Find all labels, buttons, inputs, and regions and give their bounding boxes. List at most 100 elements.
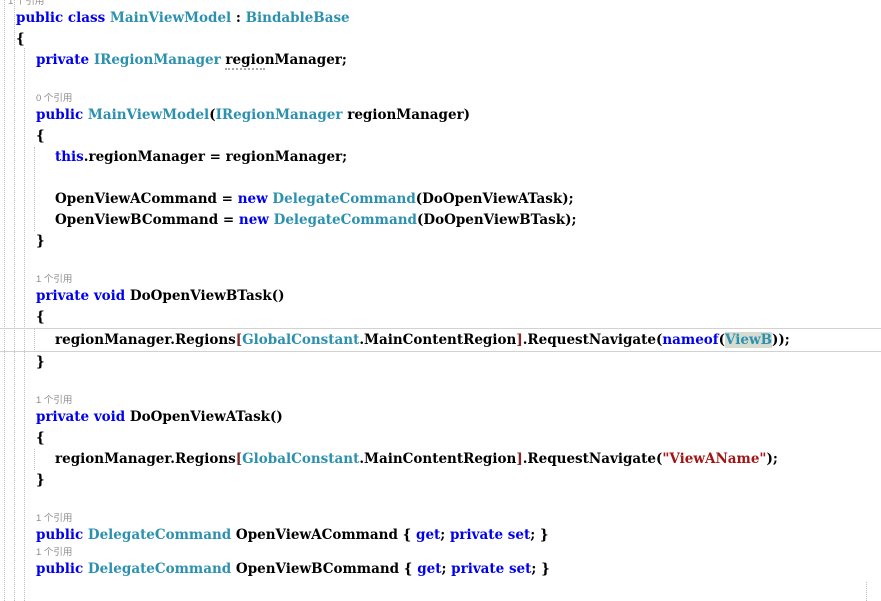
code-token-hl: ViewB: [725, 332, 772, 348]
codelens-references-link[interactable]: 1 个引用: [0, 546, 881, 559]
code-token-pl: DoOpenViewATask(): [125, 409, 283, 425]
codelens-references-link[interactable]: 0 个引用: [0, 92, 881, 105]
code-token-pl: OpenViewBCommand =: [55, 212, 239, 228]
code-token-kw: get: [417, 561, 442, 577]
code-token-pl: ; }: [531, 561, 550, 577]
code-token-kw: new: [237, 191, 268, 207]
codelens-references-link[interactable]: 1 个引用: [0, 273, 881, 286]
code-token-pl: ;: [440, 527, 450, 543]
code-line[interactable]: public DelegateCommand OpenViewACommand …: [0, 525, 881, 546]
code-token-ty: DelegateCommand: [272, 191, 416, 207]
code-token-kw: this: [55, 149, 84, 165]
code-line[interactable]: regionManager.Regions[GlobalConstant.Mai…: [0, 449, 881, 470]
codelens-label: 1 个引用: [36, 513, 73, 524]
codelens-label: 1 个引用: [36, 395, 73, 406]
code-token-kw: private: [36, 409, 90, 425]
code-token-pl: {: [36, 309, 45, 325]
indent-guide: [24, 48, 25, 601]
code-token-pl: :: [231, 10, 246, 26]
code-token-ty: MainViewModel: [87, 107, 210, 123]
code-token-pl: regionManager): [342, 107, 471, 123]
code-token-pl: }: [36, 233, 45, 249]
code-token-pl: ;: [441, 561, 452, 577]
code-token-pl: regionManager.Regions: [55, 451, 236, 467]
codelens-label: 0 个引用: [36, 93, 73, 104]
codelens-label: 1 个引用: [36, 274, 73, 285]
code-token-ty: BindableBase: [245, 10, 350, 26]
code-token-pl: ; }: [530, 527, 549, 543]
code-token-kw: new: [238, 212, 269, 228]
code-line[interactable]: private void DoOpenViewATask(): [0, 407, 881, 428]
blank-line: [0, 491, 881, 512]
code-token-ty: GlobalConstant: [242, 451, 360, 467]
code-line[interactable]: this.regionManager = regionManager;: [0, 147, 881, 168]
codelens-references-link[interactable]: 1 个引用: [0, 394, 881, 407]
codelens-label: 1 个引用: [36, 547, 73, 558]
indent-guide: [14, 0, 15, 601]
codelens-references-link[interactable]: 1 个引用: [0, 512, 881, 525]
code-line[interactable]: public class MainViewModel : BindableBas…: [0, 8, 881, 29]
code-token-kw: public: [36, 107, 84, 123]
indent-guide: [4, 0, 5, 601]
code-token-kw: set: [508, 561, 532, 577]
codelens-references-link[interactable]: 1 个引用: [0, 0, 881, 8]
code-token-pl: .RequestNavigate(: [522, 451, 663, 467]
codelens-label: 1 个引用: [8, 0, 45, 7]
code-token-ty: IRegionManager: [93, 52, 221, 68]
code-token-pl: );: [766, 451, 778, 467]
code-token-ty: GlobalConstant: [242, 332, 360, 348]
code-line[interactable]: public MainViewModel(IRegionManager regi…: [0, 105, 881, 126]
code-token-kw: private: [449, 527, 504, 543]
code-token-pl: (DoOpenViewBTask);: [416, 212, 577, 228]
code-token-kw: class: [67, 10, 106, 26]
code-line[interactable]: {: [0, 29, 881, 50]
code-line[interactable]: }: [0, 352, 881, 373]
code-line[interactable]: }: [0, 470, 881, 491]
indent-guide: [866, 582, 867, 601]
code-token-kw: public: [36, 527, 84, 543]
code-line[interactable]: {: [0, 126, 881, 147]
code-token-br: [: [235, 332, 243, 348]
code-line[interactable]: OpenViewBCommand = new DelegateCommand(D…: [0, 210, 881, 231]
code-token-pl: (: [718, 332, 725, 348]
code-token-kw: public: [36, 561, 84, 577]
code-token-pl: (: [209, 107, 216, 123]
code-line-current[interactable]: regionManager.Regions[GlobalConstant.Mai…: [0, 328, 881, 352]
code-token-pl: ));: [772, 332, 790, 348]
code-line[interactable]: private void DoOpenViewBTask(): [0, 286, 881, 307]
code-token-pl: {: [16, 31, 25, 47]
code-line[interactable]: {: [0, 428, 881, 449]
code-line[interactable]: OpenViewACommand = new DelegateCommand(D…: [0, 189, 881, 210]
indent-guide: [34, 328, 35, 352]
blank-line: [0, 252, 881, 273]
code-token-sug: regio: [225, 52, 265, 70]
code-token-pl: .regionManager = regionManager;: [83, 149, 348, 165]
code-token-ty: DelegateCommand: [87, 561, 232, 577]
code-token-kw: void: [93, 409, 126, 425]
code-token-ty: MainViewModel: [109, 10, 232, 26]
blank-line: [0, 71, 881, 92]
code-token-pl: DoOpenViewBTask(): [125, 288, 285, 304]
code-token-pl: {: [36, 430, 45, 446]
code-token-pl: nManager;: [264, 52, 347, 68]
code-token-kw: set: [507, 527, 531, 543]
code-line[interactable]: {: [0, 307, 881, 328]
code-line[interactable]: public DelegateCommand OpenViewBCommand …: [0, 559, 881, 580]
code-token-kw: void: [93, 288, 126, 304]
indent-guide: [34, 449, 35, 470]
blank-line: [0, 168, 881, 189]
code-token-pl: OpenViewACommand =: [55, 191, 238, 207]
code-token-ty: DelegateCommand: [87, 527, 232, 543]
code-token-kw: get: [416, 527, 441, 543]
code-token-pl: .MainContentRegion: [359, 451, 517, 467]
code-token-pl: OpenViewACommand {: [231, 527, 416, 543]
code-token-pl: regionManager.Regions: [55, 332, 236, 348]
code-token-kw: private: [451, 561, 505, 577]
code-line[interactable]: }: [0, 231, 881, 252]
code-token-pl: OpenViewBCommand {: [231, 561, 418, 577]
code-line[interactable]: private IRegionManager regionManager;: [0, 50, 881, 71]
code-token-pl: {: [36, 128, 45, 144]
indent-guide: [34, 147, 35, 231]
